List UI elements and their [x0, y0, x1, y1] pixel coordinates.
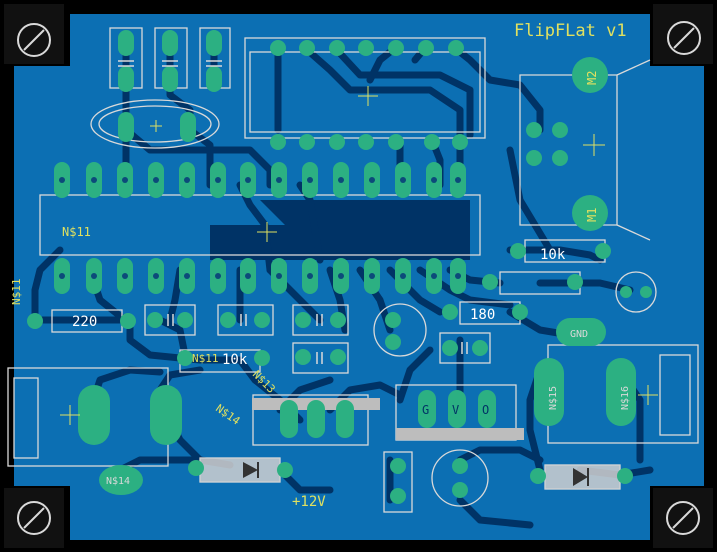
diode-d2-symbol [573, 468, 588, 486]
mounting-hole-bottom-left [4, 488, 64, 548]
connector-label-m2: M2 [585, 71, 599, 85]
resistor-value-r4: 10k [222, 352, 248, 368]
vreg-pin-v: V [452, 403, 459, 417]
mounting-hole-top-right [653, 4, 713, 64]
vreg-pin-o: O [482, 403, 489, 417]
net-label-n16: N$16 [620, 386, 631, 410]
capacitor-symbols [118, 60, 468, 364]
resistor-value-r1: 10k [540, 247, 566, 263]
net-label-n11-a: N$11 [62, 225, 91, 239]
resistor-value-r3: 180 [470, 307, 495, 323]
ic-bottom-row-pads [54, 258, 466, 294]
diode-d1-symbol [243, 462, 258, 478]
net-label-n11-b: N$11 [10, 279, 23, 306]
net-label-n11-c: N$11 [192, 352, 219, 365]
mounting-hole-bottom-right [653, 488, 713, 548]
connector-label-m1: M1 [585, 208, 599, 222]
resistor-value-r2: 220 [72, 314, 97, 330]
diode-d1-body [200, 458, 280, 482]
net-label-n15: N$15 [548, 386, 559, 410]
supply-label: +12V [292, 494, 326, 510]
net-label-n14-b: N$14 [106, 476, 130, 487]
drill-holes [59, 177, 461, 279]
misc-pads [27, 30, 652, 504]
board-title: FlipFLat v1 [514, 21, 627, 41]
vreg-right-tab [396, 428, 524, 440]
origin-markers [60, 86, 658, 425]
gnd-label: GND [570, 329, 588, 340]
mounting-hole-top-left [4, 4, 64, 64]
vreg-pin-g: G [422, 403, 429, 417]
